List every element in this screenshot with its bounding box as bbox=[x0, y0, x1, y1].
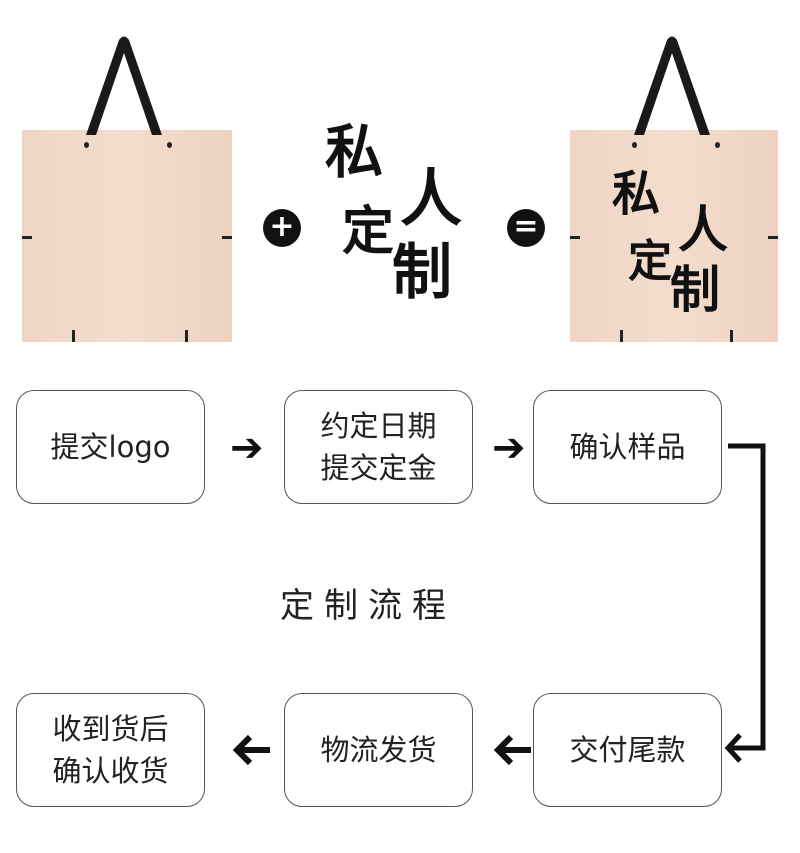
bag-fold-mark bbox=[730, 330, 733, 342]
step-shipping: 物流发货 bbox=[284, 693, 473, 807]
calligraphy-char: 制 bbox=[392, 238, 452, 308]
bag-fold-mark bbox=[570, 236, 580, 239]
step-submit-logo: 提交logo bbox=[16, 390, 205, 504]
calligraphy-logo: 私 人 定 制 bbox=[320, 118, 470, 318]
plain-bag-image bbox=[22, 36, 232, 342]
calligraphy-char: 定 bbox=[628, 236, 672, 287]
plus-icon: + bbox=[263, 209, 301, 247]
bag-hole bbox=[84, 142, 89, 148]
bag-fold-mark bbox=[222, 236, 232, 239]
calligraphy-char: 私 bbox=[612, 166, 661, 222]
step-label: 交付尾款 bbox=[569, 732, 686, 767]
step-label: 确认样品 bbox=[569, 429, 686, 464]
step-label: 收到货后 bbox=[52, 711, 169, 746]
bag-fold-mark bbox=[620, 330, 623, 342]
arrow-right-icon: ➔ bbox=[230, 425, 264, 471]
bag-fold-mark bbox=[72, 330, 75, 342]
step-label: 提交定金 bbox=[320, 451, 437, 485]
step-label: 确认收货 bbox=[52, 754, 169, 788]
step-label: 提交logo bbox=[50, 429, 171, 464]
step-schedule-deposit: 约定日期 提交定金 bbox=[284, 390, 473, 504]
calligraphy-char: 私 bbox=[325, 118, 384, 186]
step-label: 约定日期 bbox=[320, 408, 437, 443]
bag-fold-mark bbox=[768, 236, 778, 239]
bag-printed-logo: 私 人 定 制 bbox=[610, 165, 740, 335]
calligraphy-char: 定 bbox=[342, 201, 395, 262]
bag-hole bbox=[715, 142, 720, 148]
equals-icon: = bbox=[507, 209, 545, 247]
bag-hole bbox=[167, 142, 172, 148]
calligraphy-char: 人 bbox=[400, 162, 463, 235]
bag-fold-mark bbox=[185, 330, 188, 342]
calligraphy-char: 制 bbox=[670, 260, 720, 319]
step-final-payment: 交付尾款 bbox=[533, 693, 722, 807]
connector-arrow bbox=[724, 443, 766, 763]
custom-bag-image: 私 人 定 制 bbox=[570, 36, 778, 342]
step-label: 物流发货 bbox=[320, 732, 437, 767]
arrow-left-icon bbox=[232, 734, 270, 766]
arrow-left-icon bbox=[493, 734, 531, 766]
bag-hole bbox=[632, 142, 637, 148]
bag-handle bbox=[86, 36, 162, 135]
calligraphy-char: 人 bbox=[678, 200, 728, 259]
bag-fold-mark bbox=[22, 236, 32, 239]
arrow-right-icon: ➔ bbox=[492, 425, 526, 471]
step-confirm-receipt: 收到货后 确认收货 bbox=[16, 693, 205, 807]
bag-handle bbox=[634, 36, 710, 135]
process-title: 定制流程 bbox=[280, 586, 456, 626]
step-confirm-sample: 确认样品 bbox=[533, 390, 722, 504]
